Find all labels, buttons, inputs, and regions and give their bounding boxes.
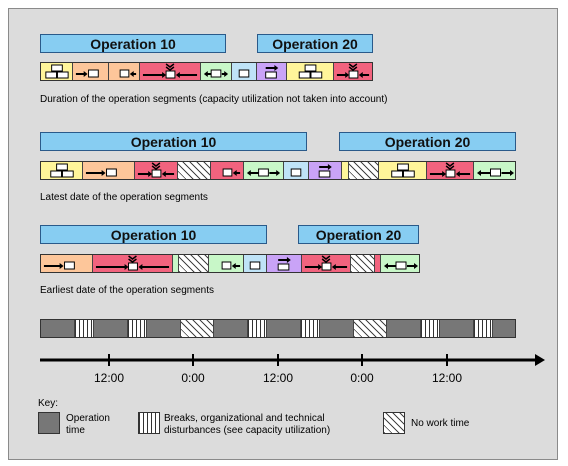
tick-label: 12:00 [262,371,294,385]
operation-segment [351,255,375,272]
no-work-time-label: No work time [411,418,470,429]
operation-segment [179,255,209,272]
break-block [75,320,94,337]
operation-segment [474,162,515,179]
operation-20-label: Operation 20 [339,132,516,151]
operation-time-block [320,320,354,337]
operation-time-block [214,320,248,337]
break-block [421,320,440,337]
operation-segment [173,255,179,272]
operation-segment [349,162,379,179]
operation-segment [342,162,349,179]
operation-segment [302,255,351,272]
operation-segment [178,162,211,179]
operation-segment [109,63,140,80]
operation-time-label: Operation time [66,413,110,436]
operation-segment [41,255,93,272]
latest-date-caption: Latest date of the operation segments [40,192,208,203]
duration-caption: Duration of the operation segments (capa… [40,94,388,105]
earliest-date-caption: Earliest date of the operation segments [40,285,214,296]
operation-segment [41,63,73,80]
operation-segment [381,255,419,272]
latest-date-segments-bar [40,161,516,180]
operation-segment [140,63,201,80]
operation-segment [309,162,342,179]
break-block [474,320,493,337]
operation-segment [83,162,135,179]
operation-segment [244,162,284,179]
tick-label: 12:00 [93,371,125,385]
operation-segment [334,63,372,80]
tick-label: 12:00 [431,371,463,385]
operation-10-label: Operation 10 [40,225,267,244]
no-work-time-block [354,320,387,337]
operation-segment [244,255,267,272]
operation-time-block [147,320,181,337]
operation-segment [211,162,244,179]
break-block [248,320,267,337]
break-block [128,320,147,337]
operation-20-label: Operation 20 [298,225,419,244]
operation-time-block [41,320,75,337]
operation-segment [135,162,178,179]
no-work-time-block [181,320,214,337]
operation-time-block [267,320,301,337]
operation-segment [379,162,427,179]
operation-segment [93,255,173,272]
earliest-date-segments-bar [40,254,420,273]
operation-segment [232,63,257,80]
operation-segment [375,255,381,272]
break-block [301,320,320,337]
tick-label: 0:00 [181,371,205,385]
key-title: Key: [38,398,59,409]
operation-time-block [387,320,421,337]
duration-segments-bar [40,62,373,81]
operation-segment [257,63,287,80]
operation-segment [73,63,109,80]
operation-time-swatch [38,412,60,434]
breaks-label: Breaks, organizational and technical dis… [164,413,331,436]
operation-10-label: Operation 10 [40,34,226,53]
operation-time-block [493,320,515,337]
operation-segment [41,162,83,179]
breaks-swatch [138,412,160,434]
operation-10-label: Operation 10 [40,132,307,151]
operation-segment [201,63,232,80]
tick-label: 0:00 [350,371,374,385]
timeline-axis [40,354,545,366]
operation-segment [209,255,244,272]
work-time-bar [40,319,516,338]
operation-time-block [94,320,128,337]
operation-segment [284,162,309,179]
operation-segment [287,63,334,80]
no-work-time-swatch [383,412,405,434]
operation-time-block [440,320,474,337]
operation-segment [427,162,474,179]
operation-segment [267,255,302,272]
operation-20-label: Operation 20 [257,34,373,53]
